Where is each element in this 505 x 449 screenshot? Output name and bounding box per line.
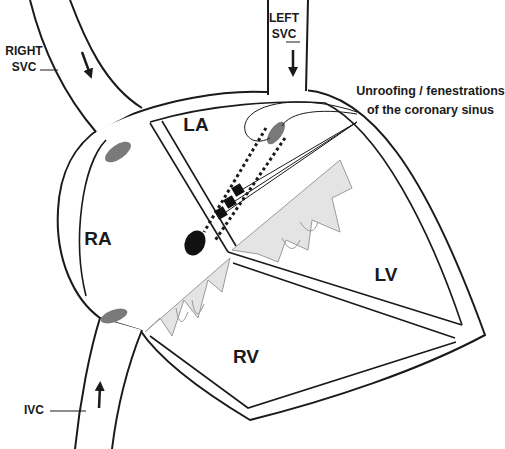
ivc-wall [112,330,142,449]
chamber-label: LA [176,114,216,137]
fenestration [223,195,237,209]
leader-line [226,122,357,212]
callout-text: Unroofing / fenestrations of the coronar… [356,82,505,121]
svc-orifice [102,138,135,167]
left-svc-wall [267,0,269,95]
coronary-sinus [214,138,285,242]
atrial-septum [150,123,228,252]
fenestration [214,206,228,220]
ivc-wall [75,318,100,449]
leader-line [245,102,357,141]
ivc-orifice [99,306,129,327]
right-svc-wall [30,0,96,132]
atrial-septum [162,121,236,246]
tricuspid-valve [145,258,230,336]
chamber-label: LV [366,264,406,287]
ventricular-septum [233,263,455,338]
flow-arrow [99,386,100,408]
leader-line [235,122,357,201]
right-atrium-wall [80,140,106,296]
right-svc-lumen [30,0,142,132]
ivc-lumen [75,318,142,449]
vessel-label: IVC [16,403,52,417]
leader-line [286,42,300,43]
vessel-label: LEFT SVC [258,10,310,42]
chamber-label: RV [226,346,266,369]
leader-line [243,122,357,189]
right-ventricle-wall [150,336,456,408]
leader-line [50,411,86,412]
leader-line [40,70,58,71]
flow-arrow [82,52,90,74]
chordae [176,222,318,322]
vessel-label: RIGHT SVC [0,44,48,75]
left-svc-wall [306,0,308,91]
right-svc-wall [70,0,142,108]
flow-arrow [292,50,295,72]
mitral-valve [232,160,352,262]
chamber-label: RA [78,228,118,251]
ventricular-septum [228,252,462,325]
leader-line [282,111,357,126]
fenestration [231,183,245,197]
